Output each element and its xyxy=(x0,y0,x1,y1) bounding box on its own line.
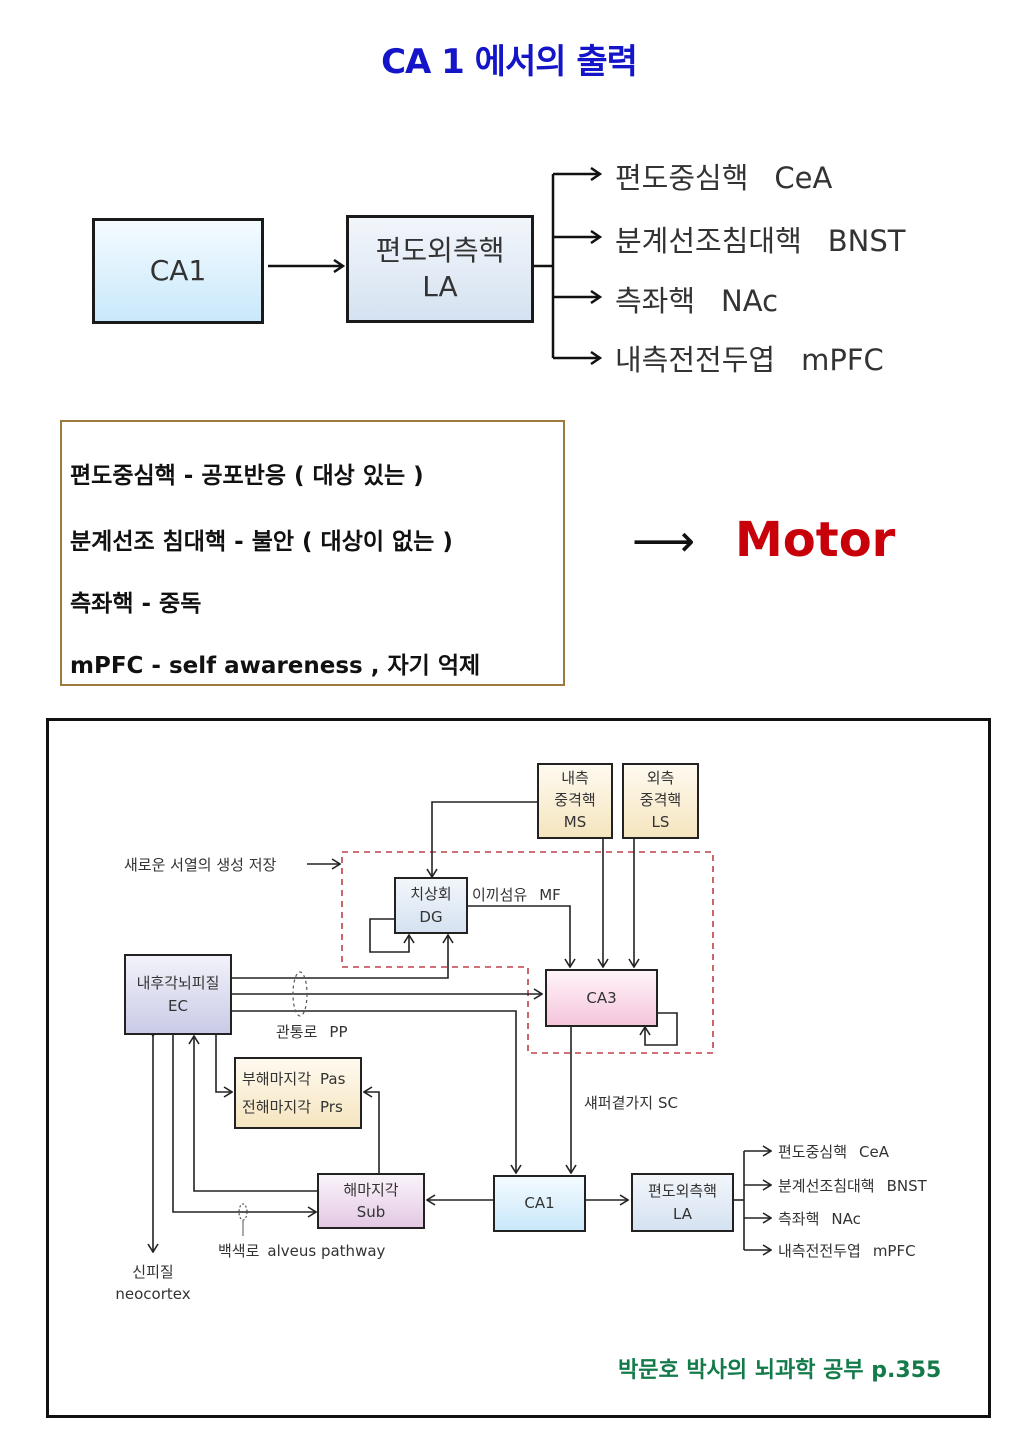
ls-abbr: LS xyxy=(651,812,670,831)
la-box: 편도외측핵 LA xyxy=(346,215,534,323)
figure-output-nac: 측좌핵 NAc xyxy=(778,1208,861,1229)
output-abbr: NAc xyxy=(721,284,779,318)
la-box-figure: 편도외측핵 LA xyxy=(631,1173,734,1232)
summary-box: 편도중심핵 - 공포반응 ( 대상 있는 ) 분계선조 침대핵 - 불안 ( 대… xyxy=(60,420,565,686)
sub-box: 해마지각 Sub xyxy=(317,1173,425,1229)
motor-label: Motor xyxy=(735,512,896,568)
ls-line1: 외측 xyxy=(646,769,675,788)
pp-abbr: PP xyxy=(329,1023,348,1041)
ms-line2: 중격핵 xyxy=(554,791,596,810)
ec-box: 내후각뇌피질 EC xyxy=(124,954,232,1035)
prs-abbr: Prs xyxy=(320,1098,343,1116)
output-abbr: mPFC xyxy=(872,1242,916,1260)
output-cea: 편도중심핵 CeA xyxy=(615,155,832,197)
ms-line1: 내측 xyxy=(561,769,589,788)
prs-name: 전해마지각 xyxy=(242,1098,312,1116)
dg-abbr: DG xyxy=(419,907,443,926)
output-abbr: BNST xyxy=(886,1177,927,1195)
summary-line-cea: 편도중심핵 - 공포반응 ( 대상 있는 ) xyxy=(70,463,424,489)
neocortex-name: 신피질 xyxy=(132,1263,174,1281)
sc-name: 섀퍼곁가지 xyxy=(584,1094,654,1112)
la-abbr: LA xyxy=(422,270,458,303)
figure-output-mpfc: 내측전전두엽 mPFC xyxy=(778,1240,916,1261)
output-abbr: CeA xyxy=(774,161,833,195)
alveus-abbr: alveus pathway xyxy=(267,1242,386,1260)
output-name: 분계선조침대핵 xyxy=(615,224,802,258)
output-abbr: NAc xyxy=(831,1210,861,1228)
summary-line-nac: 측좌핵 - 중독 xyxy=(70,591,202,617)
dg-name: 치상회 xyxy=(410,885,452,903)
dg-box: 치상회 DG xyxy=(394,877,468,934)
output-name: 편도중심핵 xyxy=(615,161,749,195)
pas-name: 부해마지각 xyxy=(242,1069,312,1088)
figure-output-cea: 편도중심핵 CeA xyxy=(778,1141,889,1162)
output-nac: 측좌핵 NAc xyxy=(615,278,778,320)
top-diagram-connectors xyxy=(268,0,1018,420)
alveus-pathway-label: 백색로 alveus pathway xyxy=(218,1240,385,1261)
output-name: 측좌핵 xyxy=(778,1210,820,1228)
output-name: 내측전전두엽 xyxy=(615,343,776,377)
source-credit: 박문호 박사의 뇌과학 공부 p.355 xyxy=(618,1358,942,1383)
mossy-fiber-label: 이끼섬유 MF xyxy=(472,884,561,905)
mf-abbr: MF xyxy=(539,886,561,904)
pas-prs-box: 부해마지각 Pas 전해마지각 Prs xyxy=(234,1057,362,1129)
output-abbr: mPFC xyxy=(801,343,884,377)
output-abbr: BNST xyxy=(827,224,906,258)
pp-name: 관통로 xyxy=(276,1023,318,1041)
output-bnst: 분계선조침대핵 BNST xyxy=(615,218,905,260)
ca1-box-figure: CA1 xyxy=(493,1175,586,1232)
mf-name: 이끼섬유 xyxy=(472,886,528,904)
output-name: 편도중심핵 xyxy=(778,1143,848,1161)
la-abbr-figure: LA xyxy=(673,1204,692,1223)
ca1-label-figure: CA1 xyxy=(524,1194,555,1213)
output-name: 분계선조침대핵 xyxy=(778,1177,875,1195)
ls-box: 외측 중격핵 LS xyxy=(622,763,699,839)
ms-box: 내측 중격핵 MS xyxy=(537,763,613,839)
prs-label: 전해마지각 Prs xyxy=(242,1093,343,1122)
ca3-box: CA3 xyxy=(545,969,658,1027)
pas-abbr: Pas xyxy=(320,1069,346,1088)
ls-line2: 중격핵 xyxy=(639,791,682,810)
output-mpfc: 내측전전두엽 mPFC xyxy=(615,337,884,379)
figure-frame xyxy=(46,718,991,1418)
new-sequence-annotation: 새로운 서열의 생성 저장 xyxy=(124,856,277,874)
sc-abbr: SC xyxy=(658,1094,679,1112)
la-name-figure: 편도외측핵 xyxy=(647,1182,717,1200)
alveus-name: 백색로 xyxy=(218,1242,260,1260)
output-abbr: CeA xyxy=(859,1143,889,1161)
output-name: 내측전전두엽 xyxy=(778,1242,861,1260)
ca1-box: CA1 xyxy=(92,218,264,324)
summary-line-mpfc: mPFC - self awareness , 자기 억제 xyxy=(70,653,481,679)
neocortex-label: 신피질 neocortex xyxy=(115,1262,191,1306)
ec-abbr: EC xyxy=(168,996,188,1015)
page-title: CA 1 에서의 출력 xyxy=(381,42,638,82)
la-name: 편도외측핵 xyxy=(375,233,505,267)
ca1-label: CA1 xyxy=(149,253,207,287)
right-arrow-icon: ⟶ xyxy=(632,516,696,567)
ms-abbr: MS xyxy=(563,812,587,831)
neocortex-abbr: neocortex xyxy=(115,1284,191,1303)
sub-abbr: Sub xyxy=(356,1203,386,1221)
ec-name: 내후각뇌피질 xyxy=(136,974,220,992)
sub-name: 해마지각 xyxy=(343,1180,399,1199)
pas-label: 부해마지각 Pas xyxy=(242,1065,345,1094)
ca3-label: CA3 xyxy=(586,988,617,1007)
figure-output-bnst: 분계선조침대핵 BNST xyxy=(778,1175,927,1196)
perforant-path-label: 관통로 PP xyxy=(276,1021,348,1042)
output-name: 측좌핵 xyxy=(615,284,696,318)
summary-line-bnst: 분계선조 침대핵 - 불안 ( 대상이 없는 ) xyxy=(70,529,453,555)
